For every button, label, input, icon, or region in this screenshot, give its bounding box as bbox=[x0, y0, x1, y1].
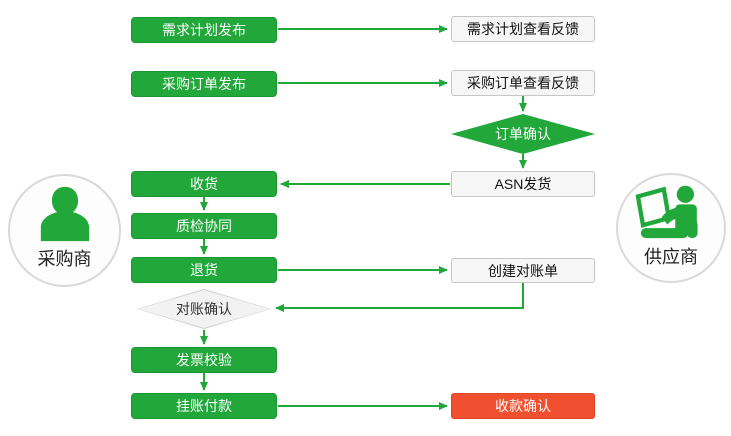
actor-buyer: 采购商 bbox=[8, 174, 121, 287]
node-return-goods: 退货 bbox=[131, 257, 277, 283]
node-statement-confirm: 对账确认 bbox=[137, 289, 271, 329]
node-quality-collab: 质检协同 bbox=[131, 213, 277, 239]
node-order-confirm: 订单确认 bbox=[451, 114, 595, 154]
person-icon bbox=[40, 186, 89, 242]
actor-supplier: 供应商 bbox=[616, 173, 726, 283]
node-pending-payment: 挂账付款 bbox=[131, 393, 277, 419]
node-invoice-check: 发票校验 bbox=[131, 347, 277, 373]
supplier-label: 供应商 bbox=[644, 247, 698, 267]
statement-confirm-label: 对账确认 bbox=[138, 290, 270, 328]
node-create-statement: 创建对账单 bbox=[451, 258, 595, 283]
person-laptop-icon bbox=[635, 185, 698, 239]
node-demand-plan-feedback: 需求计划查看反馈 bbox=[451, 16, 595, 42]
node-receive-goods: 收货 bbox=[131, 171, 277, 197]
buyer-label: 采购商 bbox=[37, 249, 92, 269]
node-asn-ship: ASN发货 bbox=[451, 171, 595, 197]
order-confirm-label: 订单确认 bbox=[495, 126, 551, 142]
node-receipt-confirm: 收款确认 bbox=[451, 393, 595, 419]
node-purchase-order-publish: 采购订单发布 bbox=[131, 71, 277, 97]
node-demand-plan-publish: 需求计划发布 bbox=[131, 17, 277, 43]
node-purchase-order-feedback: 采购订单查看反馈 bbox=[451, 70, 595, 96]
